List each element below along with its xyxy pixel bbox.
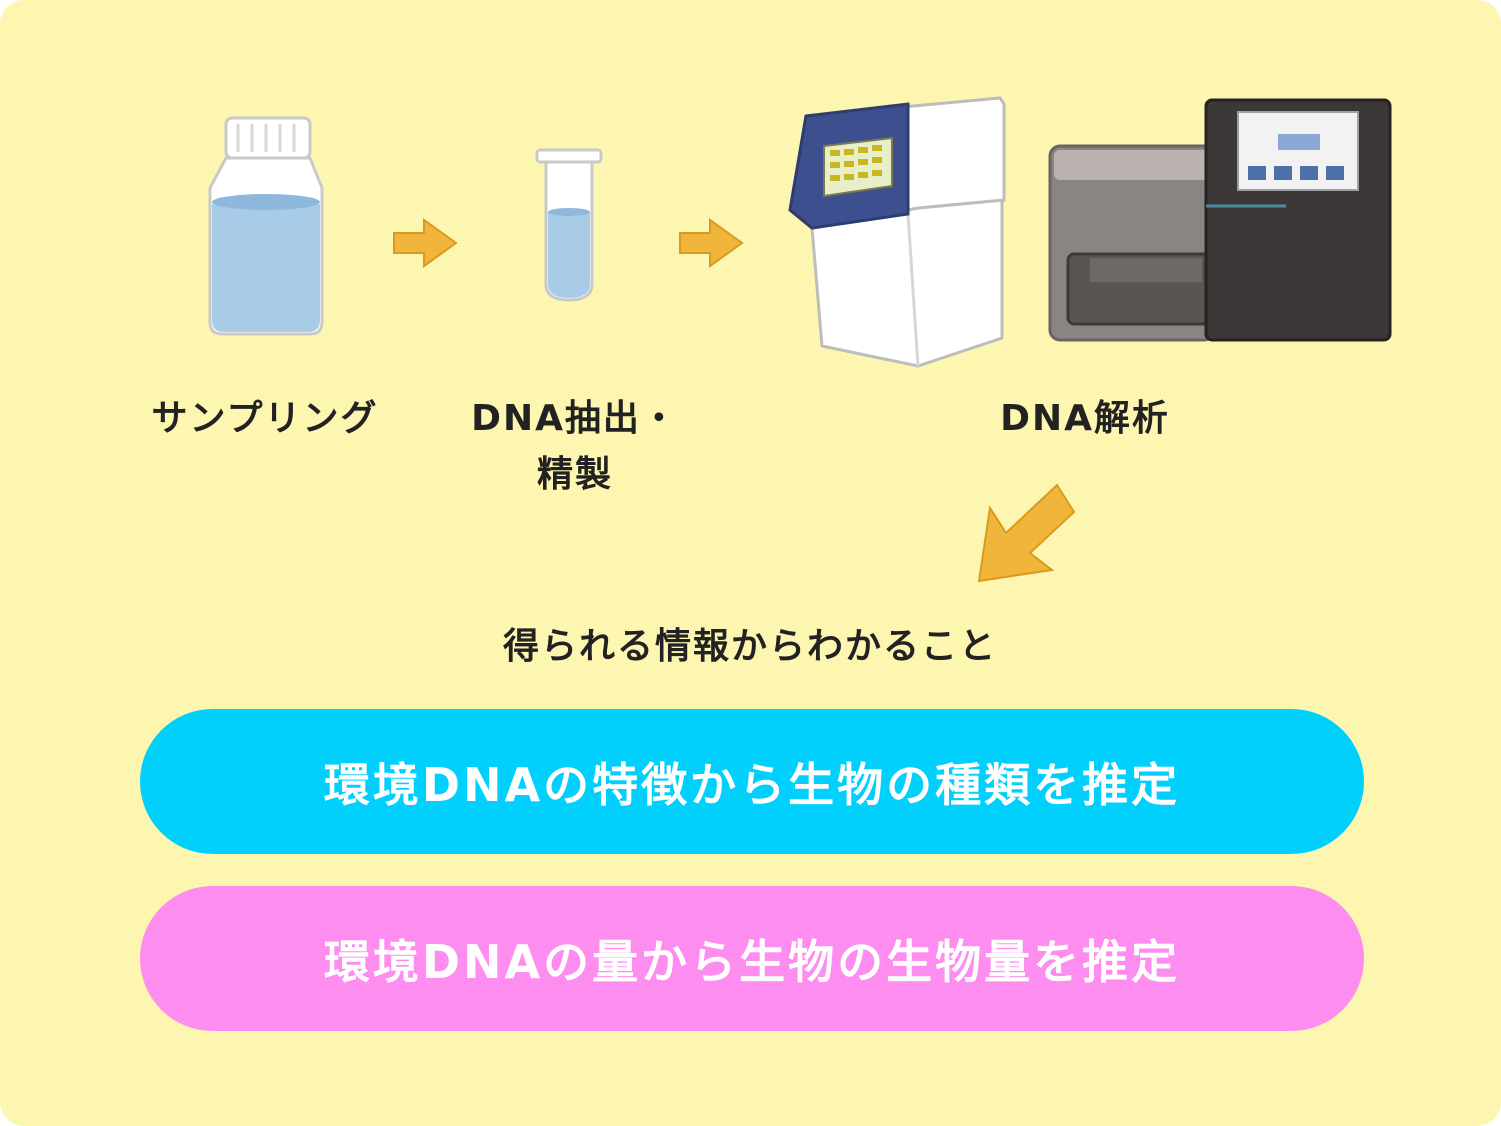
sequencer-icon [1048, 98, 1392, 342]
biomass-estimation-pill: 環境DNAの量から生物の生物量を推定 [140, 886, 1364, 1031]
step-label-extraction-line2: 精製 [536, 454, 613, 495]
arrow-icon [393, 218, 458, 268]
arrow-icon [977, 483, 1076, 583]
arrow-icon [679, 218, 744, 268]
pcr-machine-icon [788, 96, 1006, 368]
step-label-extraction-line1: DNA抽出・ [471, 398, 679, 439]
test-tube-icon [535, 148, 603, 302]
species-estimation-pill: 環境DNAの特徴から生物の種類を推定 [140, 709, 1364, 854]
step-label-sampling: サンプリング [151, 398, 379, 439]
step-label-analysis: DNA解析 [1000, 398, 1170, 439]
findings-heading: 得られる情報からわかること [502, 626, 997, 667]
species-estimation-text: 環境DNAの特徴から生物の種類を推定 [323, 757, 1181, 812]
biomass-estimation-text: 環境DNAの量から生物の生物量を推定 [323, 934, 1181, 989]
sample-bottle-icon [208, 116, 324, 336]
